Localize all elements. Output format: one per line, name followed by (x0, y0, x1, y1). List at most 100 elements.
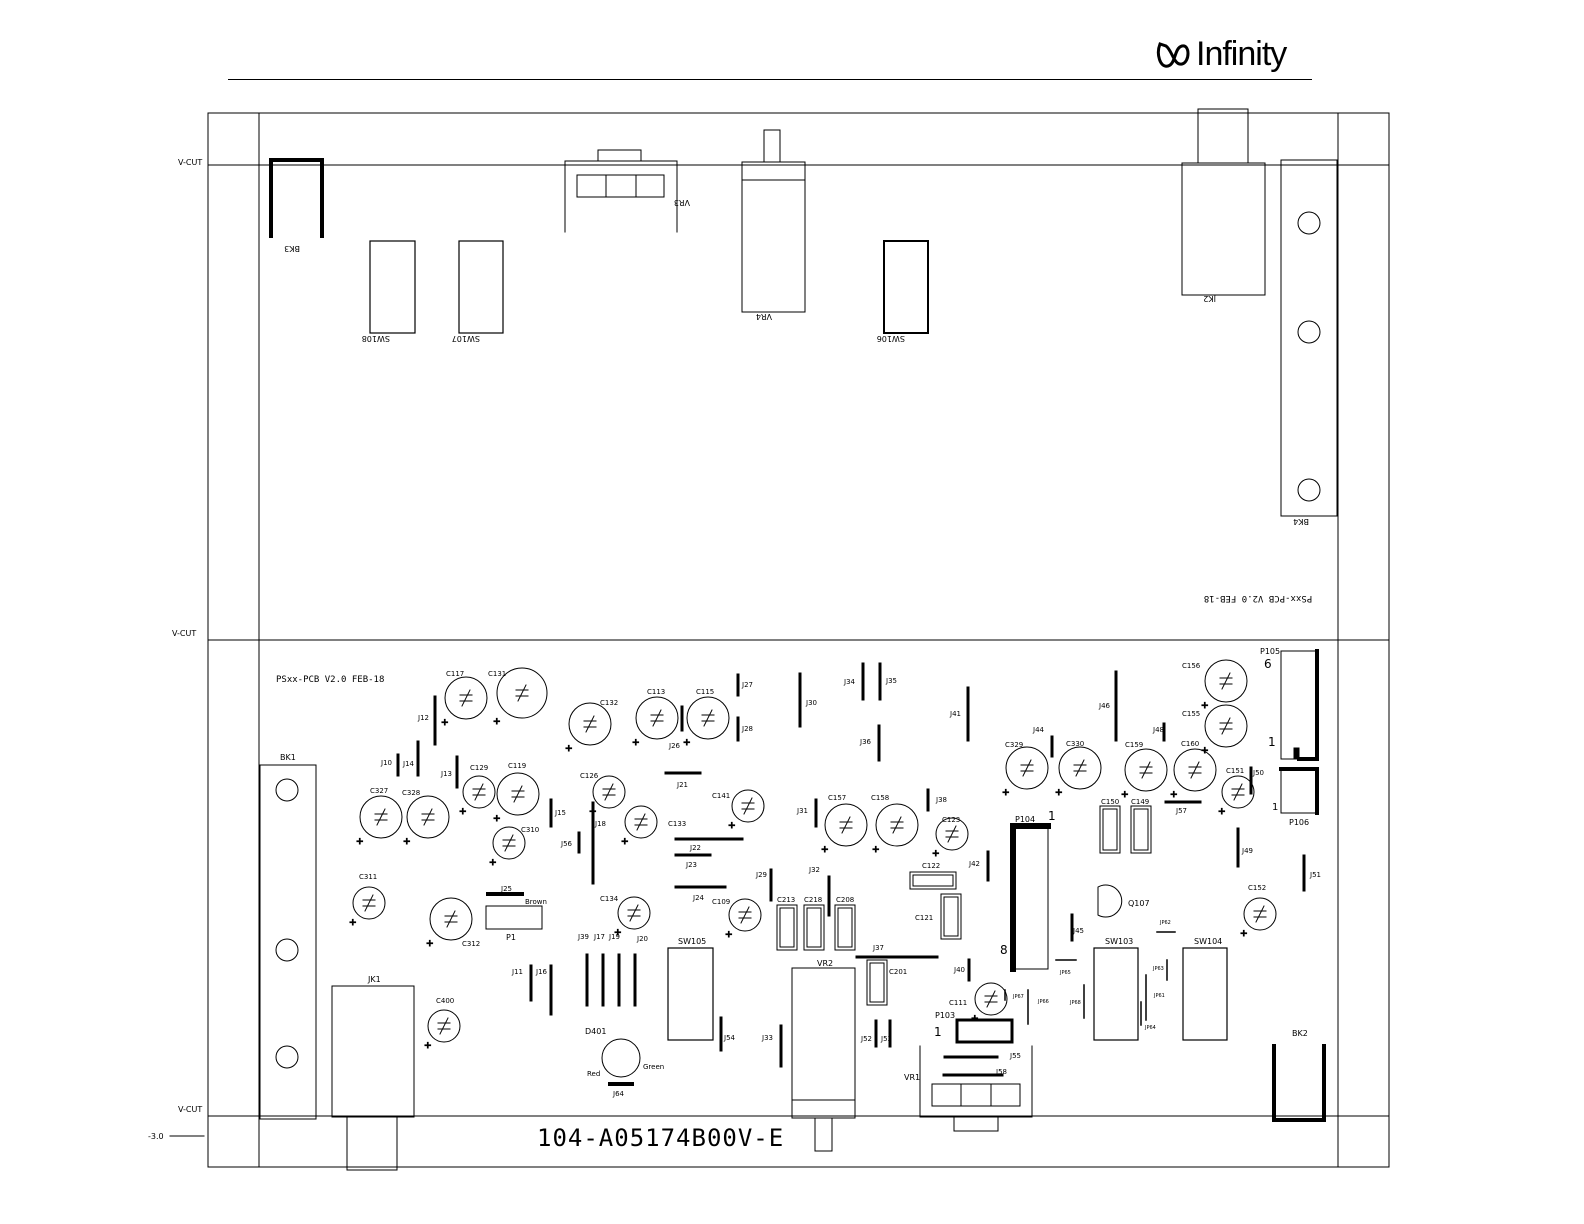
sw108-label: SW108 (362, 334, 390, 343)
capacitor-c155: + (1201, 704, 1248, 757)
bk4-connector (1280, 159, 1338, 517)
capacitor-c129: + (459, 775, 496, 818)
capacitor-c311: + (349, 886, 386, 929)
jumper-label: J15 (554, 809, 566, 817)
jumper-label: J22 (689, 844, 701, 852)
jumper-label: J51 (1309, 871, 1321, 879)
capacitor-c330: + (1055, 746, 1102, 799)
polarity-plus-mark: + (728, 821, 736, 831)
jumper-label: J14 (402, 760, 415, 768)
polarity-plus-mark: + (441, 718, 449, 728)
bk3-label: BK3 (284, 244, 300, 253)
sw105-label: SW105 (678, 937, 706, 946)
jumper-label: J20 (636, 935, 648, 943)
sw106-label: SW106 (877, 334, 905, 343)
capacitor-label: C310 (521, 826, 539, 834)
jumper-label: J44 (1032, 726, 1045, 734)
capacitor-group: ++++++++++++++++++++++++++++++ (349, 659, 1277, 1052)
jumper-label: J64 (612, 1090, 625, 1098)
capacitor-c109: + (725, 898, 762, 941)
brown-wire-label: Brown (525, 898, 547, 906)
smd-c122 (909, 871, 957, 890)
capacitor-c132: + (565, 702, 612, 755)
jumper-label: JP67 (1012, 994, 1024, 1000)
capacitor-label: C400 (436, 997, 454, 1005)
sw106-switch (883, 240, 929, 334)
jumper-label: JP64 (1144, 1025, 1156, 1031)
capacitor-c328: + (403, 795, 450, 848)
capacitor-c152: + (1240, 897, 1277, 940)
capacitor-label: C119 (508, 762, 526, 770)
capacitor-label: C155 (1182, 710, 1200, 718)
polarity-plus-mark: + (356, 837, 364, 847)
smd-label: C208 (836, 896, 854, 904)
capacitor-c117: + (441, 676, 488, 729)
vr3-potentiometer (564, 149, 678, 233)
polarity-plus-mark: + (932, 849, 940, 859)
capacitor-label: C328 (402, 789, 420, 797)
vr3-label: VR3 (674, 198, 690, 207)
part-number: 104-A05174B00V-E (537, 1124, 785, 1152)
sw107-label: SW107 (452, 334, 480, 343)
jumper-label: J31 (796, 807, 808, 815)
sw107-switch (458, 240, 504, 334)
polarity-plus-mark: + (459, 807, 467, 817)
capacitor-label: C330 (1066, 740, 1084, 748)
sw104-label: SW104 (1194, 937, 1222, 946)
jumper-label: J32 (808, 866, 820, 874)
polarity-plus-mark: + (1240, 929, 1248, 939)
sw103-switch (1093, 947, 1139, 1041)
capacitor-label: C134 (600, 895, 619, 903)
capacitor-c119: + (493, 772, 540, 825)
capacitor-label: C156 (1182, 662, 1201, 670)
jumper-label: J24 (692, 894, 705, 902)
capacitor-label: C131 (488, 670, 506, 678)
infinity-logo-mark (1156, 42, 1190, 68)
polarity-plus-mark: + (1170, 790, 1178, 800)
jk1-label: JK1 (367, 975, 381, 984)
jumper-label: J21 (676, 781, 688, 789)
bk4-label: BK4 (1293, 517, 1309, 526)
bk1-connector (259, 764, 317, 1120)
capacitor-c158: + (872, 803, 919, 856)
capacitor-c160: + (1170, 748, 1217, 801)
capacitor-label: C129 (470, 764, 488, 772)
jumper-label: J26 (668, 742, 681, 750)
capacitor-label: C123 (942, 816, 960, 824)
jumper-label: JP63 (1152, 966, 1164, 972)
vcut-label-middle: V-CUT (172, 629, 196, 638)
p104-header (1010, 823, 1051, 972)
d401-label: D401 (585, 1027, 606, 1036)
smd-c208 (834, 904, 856, 951)
p106-pin1: 1 (1272, 802, 1278, 813)
d401-led (601, 1038, 641, 1086)
capacitor-c113: + (632, 696, 679, 749)
capacitor-c141: + (728, 789, 765, 832)
pcb-label: PSxx-PCB V2.0 FEB-18 (276, 675, 384, 685)
polarity-plus-mark: + (1002, 788, 1010, 798)
smd-label: C201 (889, 968, 907, 976)
smd-label: C122 (922, 862, 940, 870)
p104-pin1: 1 (1048, 809, 1056, 823)
polarity-plus-mark: + (872, 845, 880, 855)
jumper-label: J10 (380, 759, 392, 767)
capacitor-label: C132 (600, 699, 618, 707)
polarity-plus-mark: + (971, 1014, 979, 1024)
capacitor-c400: + (424, 1009, 461, 1052)
sw104-switch (1182, 947, 1228, 1041)
jumper-label: J33 (761, 1034, 773, 1042)
jumper-label: J12 (417, 714, 429, 722)
capacitor-c123: + (932, 817, 969, 860)
jumper-label: J19 (608, 933, 620, 941)
polarity-plus-mark: + (1121, 790, 1129, 800)
capacitor-label: C111 (949, 999, 967, 1007)
capacitor-c134: + (614, 896, 651, 939)
vcut-label-top: V-CUT (178, 158, 202, 167)
jumper-label: J30 (805, 699, 817, 707)
polarity-plus-mark: + (493, 717, 501, 727)
capacitor-label: C327 (370, 787, 388, 795)
jumper-label: J55 (1009, 1052, 1021, 1060)
capacitor-label: C113 (647, 688, 665, 696)
capacitor-label: C159 (1125, 741, 1143, 749)
dimension-label: -3.0 (148, 1132, 164, 1141)
